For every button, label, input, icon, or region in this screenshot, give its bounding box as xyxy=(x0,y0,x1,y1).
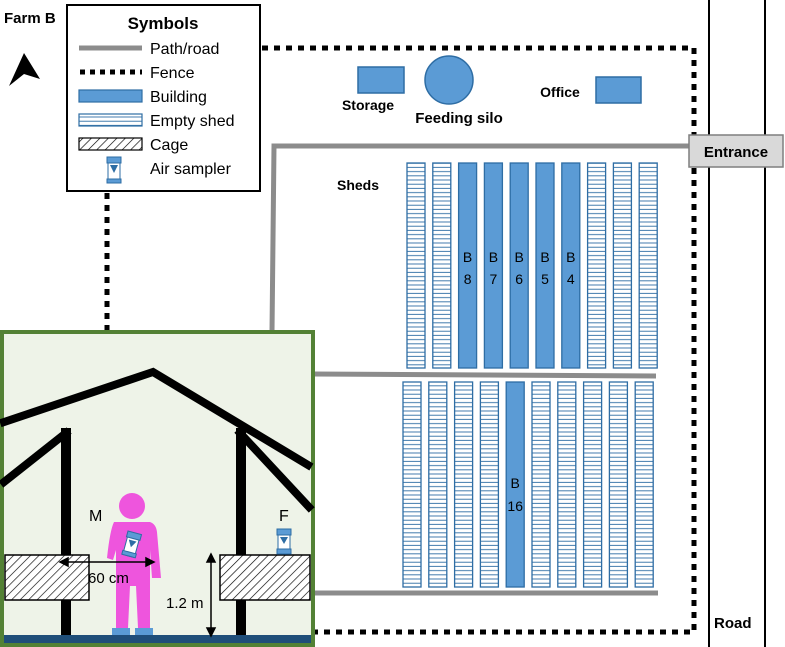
occupied-shed xyxy=(535,162,555,369)
worn-air-sampler-icon xyxy=(121,530,143,559)
north-arrow-icon xyxy=(9,53,40,86)
occupied-shed xyxy=(505,381,525,588)
occupied-shed xyxy=(457,162,478,369)
shed-label-number: 5 xyxy=(541,271,549,287)
sheds-top-row: B 8 B 7 B 6 B 5 B 4 xyxy=(406,162,658,369)
empty-shed xyxy=(531,381,551,588)
shed-label-letter: B xyxy=(540,249,549,265)
height-label: 1.2 m xyxy=(166,595,204,612)
empty-shed xyxy=(634,381,654,588)
empty-shed xyxy=(453,381,474,588)
office-building: Office xyxy=(540,76,642,104)
shed-label-letter: B xyxy=(566,249,575,265)
occupied-shed xyxy=(509,162,529,369)
shed-label-letter: B xyxy=(515,249,524,265)
shed-frame xyxy=(0,367,315,513)
feeding-silo: Feeding silo xyxy=(415,55,503,127)
entrance-label: Entrance xyxy=(704,144,768,161)
road-label: Road xyxy=(714,615,752,632)
empty-shed xyxy=(638,162,658,369)
empty-shed xyxy=(479,381,500,588)
legend-path-label: Path/road xyxy=(150,41,219,58)
distance-arrow xyxy=(58,556,156,568)
left-cage xyxy=(4,554,90,601)
shed-label-number: 16 xyxy=(507,498,523,514)
office-label: Office xyxy=(540,84,580,100)
legend-cage-label: Cage xyxy=(150,137,188,154)
shed-label-number: 4 xyxy=(567,271,575,287)
empty-shed xyxy=(432,162,452,369)
shed-cross-section-inset: M F 60 cm 1.2 m xyxy=(0,330,315,647)
right-cage xyxy=(219,554,311,601)
distance-label: 60 cm xyxy=(88,570,129,587)
right-post xyxy=(236,428,246,635)
sheds-bottom-row: B 16 xyxy=(402,381,654,588)
storage-building: Storage xyxy=(342,66,405,113)
farm-label: Farm B xyxy=(4,10,56,27)
floor xyxy=(4,635,311,643)
legend-air-sampler-label: Air sampler xyxy=(150,161,232,178)
shed-label-number: 7 xyxy=(490,271,498,287)
height-arrow xyxy=(205,552,217,638)
shed-label-letter: B xyxy=(463,249,472,265)
feeding-silo-label: Feeding silo xyxy=(415,110,503,127)
legend-empty-shed-swatch xyxy=(78,113,143,127)
shed-label-number: 8 xyxy=(464,271,472,287)
left-post xyxy=(61,428,71,635)
legend-box: Symbols Path/road Fence Building Empty s… xyxy=(66,4,261,192)
empty-shed xyxy=(406,162,426,369)
empty-shed xyxy=(612,162,633,369)
legend-air-sampler-icon xyxy=(106,156,122,184)
legend-title: Symbols xyxy=(128,14,199,33)
mobile-sampler-label: M xyxy=(89,508,102,525)
sheds-label: Sheds xyxy=(337,177,379,193)
road: Road xyxy=(708,0,766,647)
entrance-sign: Entrance xyxy=(688,134,784,168)
empty-shed xyxy=(608,381,629,588)
legend-building-label: Building xyxy=(150,89,207,106)
fixed-air-sampler-icon xyxy=(276,528,292,555)
empty-shed xyxy=(402,381,422,588)
empty-shed xyxy=(586,162,607,369)
empty-shed xyxy=(557,381,577,588)
legend-cage-swatch xyxy=(78,137,143,151)
occupied-shed xyxy=(483,162,504,369)
shed-label-letter: B xyxy=(489,249,498,265)
legend-fence-label: Fence xyxy=(150,65,195,82)
legend-building-swatch xyxy=(78,89,143,103)
paths xyxy=(269,143,690,596)
person-figure xyxy=(107,493,161,635)
fixed-sampler-label: F xyxy=(279,508,289,525)
fence xyxy=(104,45,697,635)
legend-empty-shed-label: Empty shed xyxy=(150,113,234,130)
storage-label: Storage xyxy=(342,97,394,113)
shed-label-number: 6 xyxy=(515,271,523,287)
shed-label-letter: B xyxy=(511,475,520,491)
occupied-shed xyxy=(561,162,581,369)
empty-shed xyxy=(582,381,603,588)
empty-shed xyxy=(428,381,448,588)
